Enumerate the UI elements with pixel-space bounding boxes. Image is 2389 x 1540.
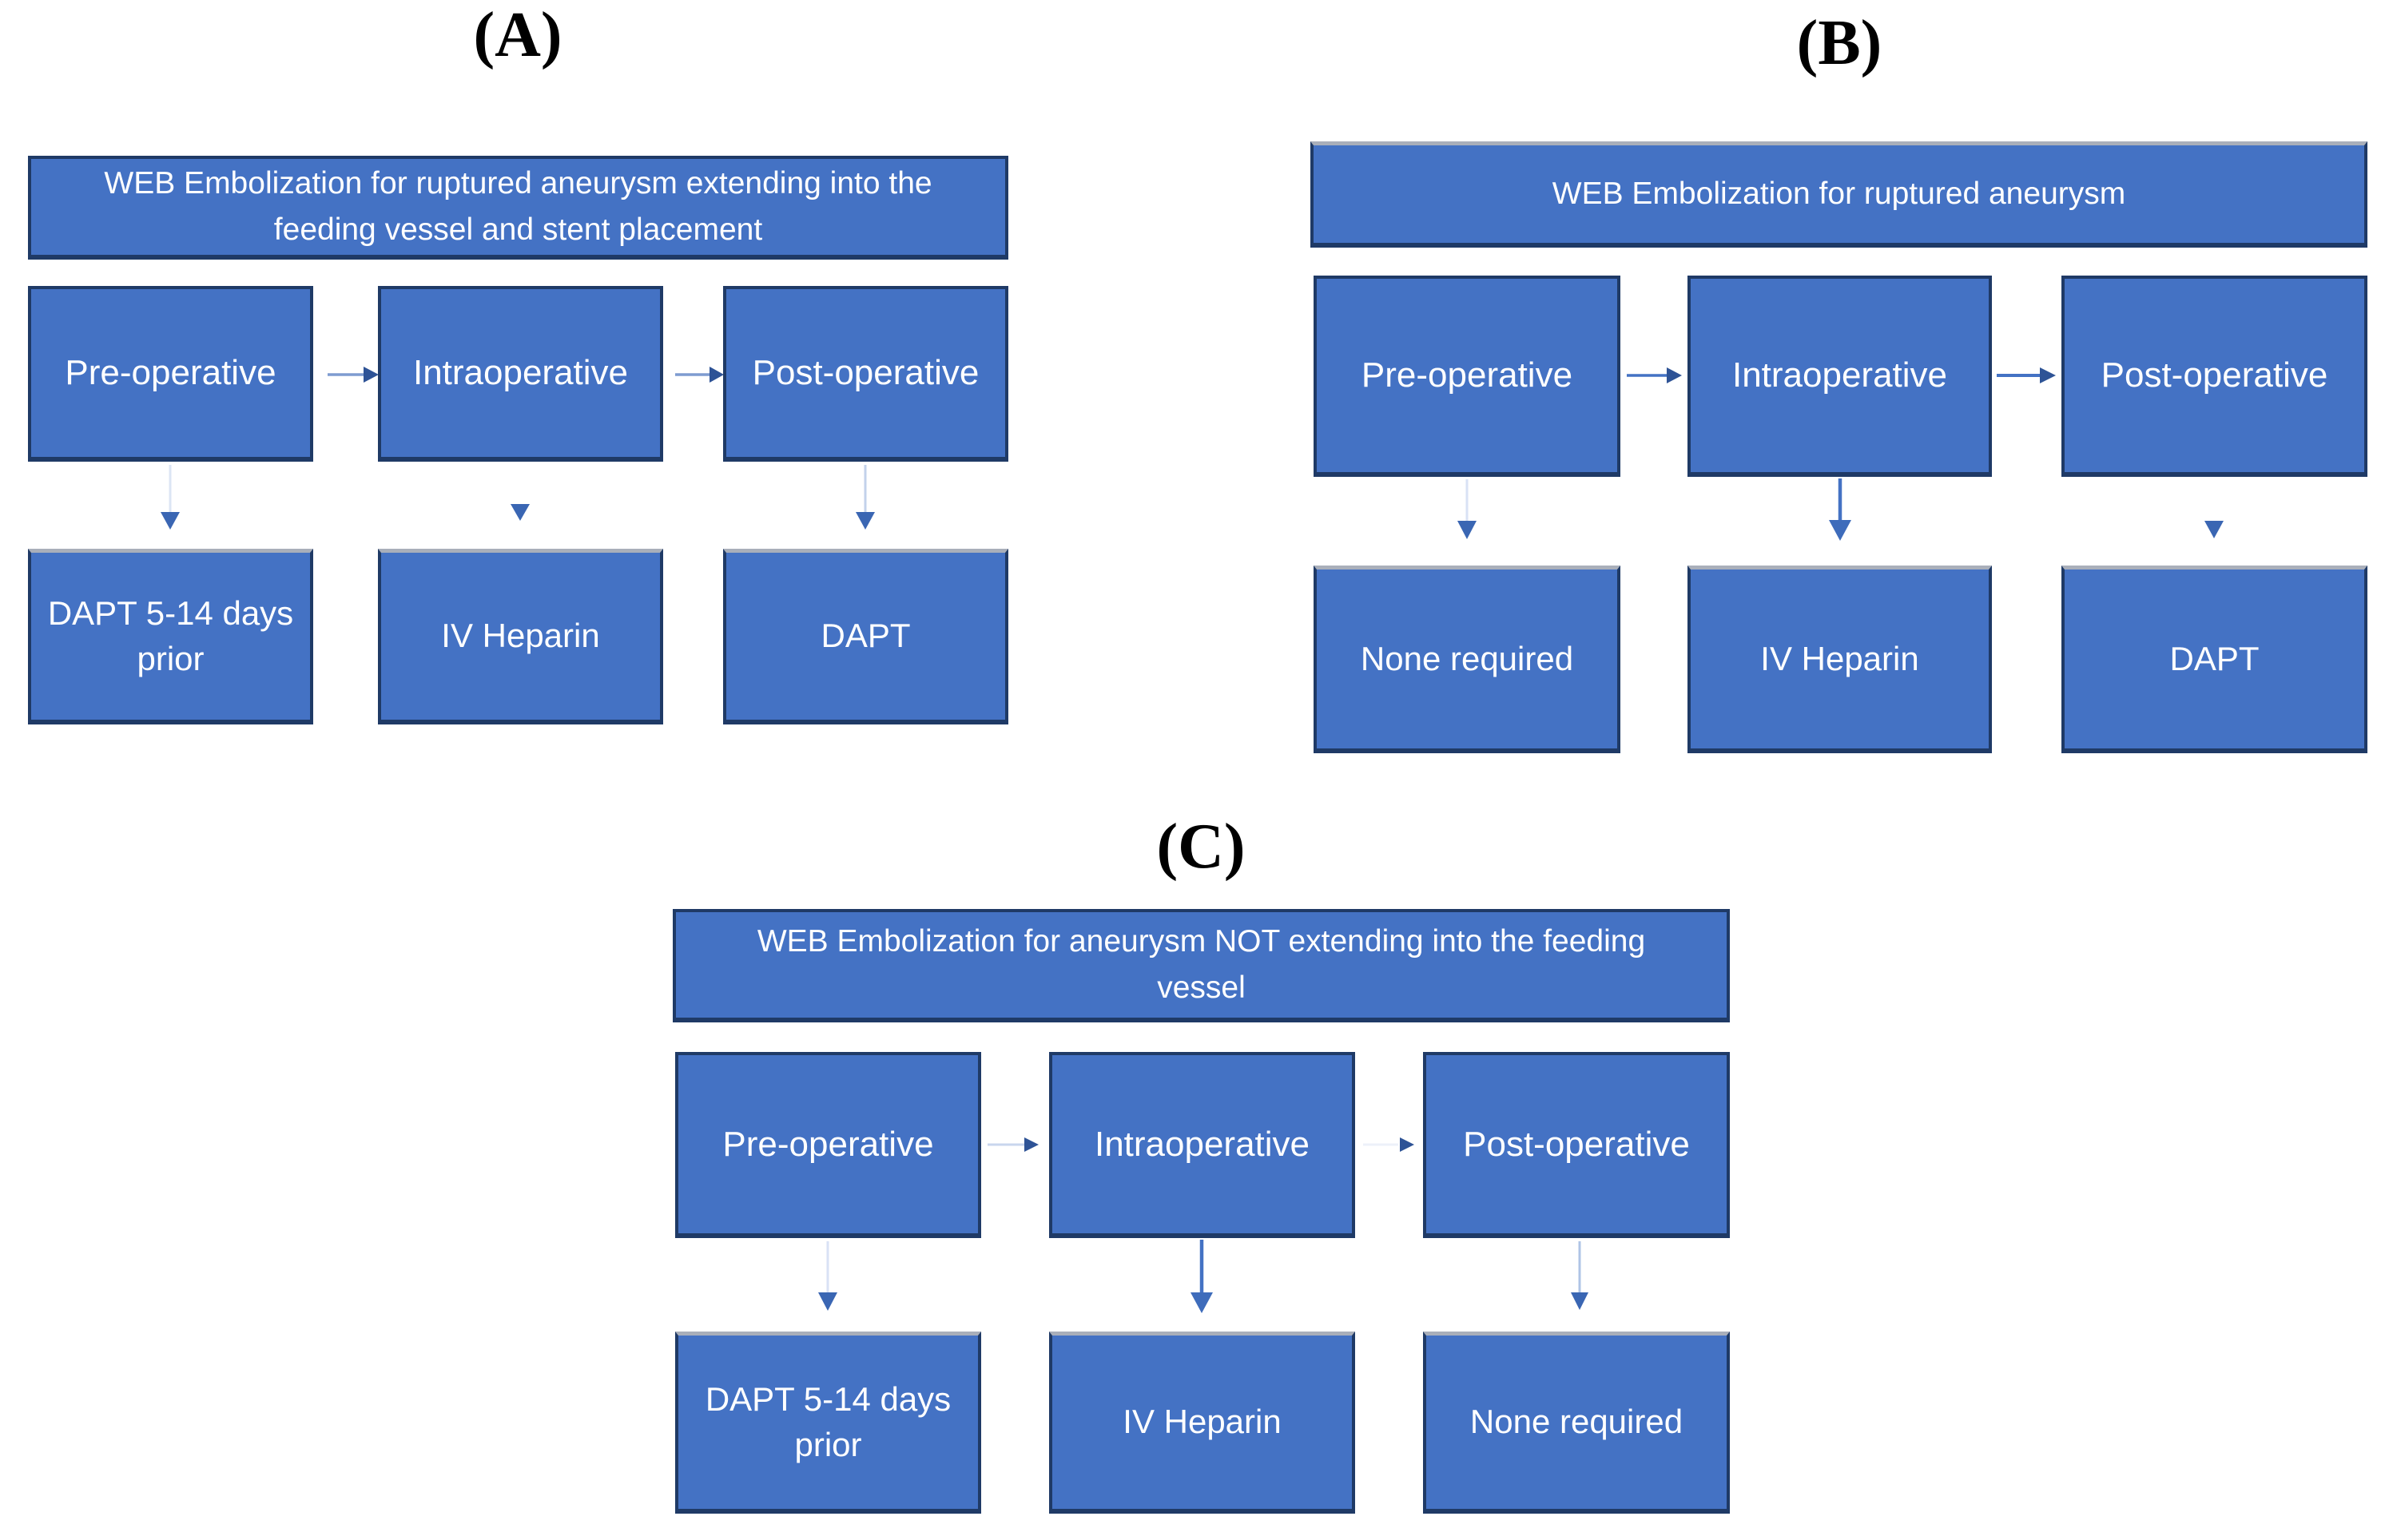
panel-b-stage-intraoperative: Intraoperative [1687,276,1992,477]
treatment-line: DAPT [2169,639,2260,677]
treatment-line: prior [137,639,205,677]
treatment-line: IV Heparin [1123,1403,1282,1441]
arrow-c-intraop-to-postop-icon [1363,1137,1414,1152]
treatment-line: None required [1469,1403,1683,1441]
arrow-b-intraop-down-icon [1829,478,1851,541]
panel-a-stage-pre-operative: Pre-operative [28,286,313,462]
panel-b-stage-post-operative: Post-operative [2061,276,2367,477]
panel-c-stage-post-operative: Post-operative [1423,1052,1730,1238]
panel-a-treatment-postop: DAPT [723,549,1008,724]
treatment-line: DAPT 5-14 days [47,593,294,632]
arrow-a-postop-down-icon [856,465,875,530]
panel-a-title-line-2: feeding vessel and stent placement [273,212,763,247]
treatment-line: IV Heparin [1760,639,1919,677]
arrow-c-postop-down-icon [1571,1241,1588,1310]
panel-c-treatment-preop: DAPT 5-14 days prior [675,1332,981,1514]
panel-a-treatment-preop: DAPT 5-14 days prior [28,549,313,724]
panel-a-treatment-intraop: IV Heparin [378,549,663,724]
panel-c-title-line-2: vessel [1157,970,1246,1005]
panel-b-title-line-1: WEB Embolization for ruptured aneurysm [1552,176,2126,211]
arrow-c-preop-down-icon [818,1241,837,1311]
arrow-a-preop-to-intraop-icon [328,367,379,383]
treatment-line: DAPT 5-14 days [705,1379,952,1418]
panel-b-treatment-intraop: IV Heparin [1687,566,1992,753]
panel-c-title-box: WEB Embolization for aneurysm NOT extend… [673,909,1730,1022]
panel-c-stage-intraoperative: Intraoperative [1049,1052,1355,1238]
arrow-b-preop-down-icon [1457,479,1477,539]
treatment-line: prior [794,1425,862,1463]
arrow-b-postop-down-icon [2204,521,2224,538]
panel-b-treatment-postop: DAPT [2061,566,2367,753]
panel-c-treatment-intraop: IV Heparin [1049,1332,1355,1514]
panel-c-stage-pre-operative: Pre-operative [675,1052,981,1238]
arrow-a-intraop-to-postop-icon [675,367,724,383]
arrow-b-preop-to-intraop-icon [1627,367,1682,383]
panel-b-treatment-preop: None required [1314,566,1620,753]
arrow-a-intraop-down-icon [511,504,530,521]
panel-a-stage-post-operative: Post-operative [723,286,1008,462]
arrow-c-preop-to-intraop-icon [988,1137,1039,1152]
panel-a-label: (A) [473,0,562,70]
panel-a-title-line-1: WEB Embolization for ruptured aneurysm e… [104,165,932,200]
arrow-b-intraop-to-postop-icon [1997,367,2056,383]
treatment-line: IV Heparin [441,617,600,655]
panel-c-label: (C) [1156,812,1246,882]
treatment-line: DAPT [821,617,911,655]
panel-b-title-box: WEB Embolization for ruptured aneurysm [1310,141,2367,248]
panel-b-label: (B) [1796,8,1882,78]
panel-c-treatment-postop: None required [1423,1332,1730,1514]
arrow-a-preop-down-icon [161,465,180,530]
panel-c-title-line-1: WEB Embolization for aneurysm NOT extend… [757,923,1646,959]
arrow-c-intraop-down-icon [1191,1240,1213,1313]
treatment-line: None required [1360,639,1574,677]
panel-b-stage-pre-operative: Pre-operative [1314,276,1620,477]
panel-a-title-box: WEB Embolization for ruptured aneurysm e… [28,156,1008,260]
panel-a-stage-intraoperative: Intraoperative [378,286,663,462]
